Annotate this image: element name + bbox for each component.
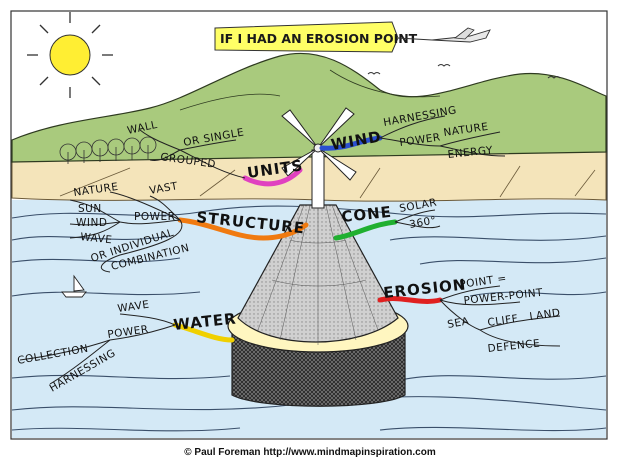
water-wave: WAVE [117,299,150,315]
erosion-land: LAND [529,307,562,323]
erosion-defence: DEFENCE [487,338,541,355]
branch-connectors [172,135,443,343]
wind-turbine-icon [281,107,357,209]
structure-vast: VAST [148,180,179,197]
wave-lines [11,205,607,432]
title-banner [214,21,399,53]
erosion-sea: SEA [446,315,470,331]
structure-sun: SUN [78,203,102,215]
plane-icon [431,27,491,43]
sailboat-icon [61,274,87,298]
erosion-cliff: CLIFF [487,313,519,329]
structure-power: POWER [134,211,175,223]
erosion-point-structure [227,107,409,407]
turbine-farm [59,136,157,164]
bird-icon [367,64,561,79]
structure-wind: WIND [76,217,107,229]
sun-icon [27,12,113,98]
structure-wave: WAVE [80,231,113,246]
wind-power: POWER [399,131,442,149]
title: IF I HAD AN EROSION POINT [220,31,418,46]
wind-energy: ENERGY [447,144,494,161]
cone-360: 360° [408,214,437,231]
credit-line: © Paul Foreman http://www.mindmapinspira… [184,447,436,458]
sub-branch-lines [19,115,561,385]
water-power: POWER [107,323,150,341]
branch-cone: CONE [341,203,393,226]
hills [11,52,607,163]
